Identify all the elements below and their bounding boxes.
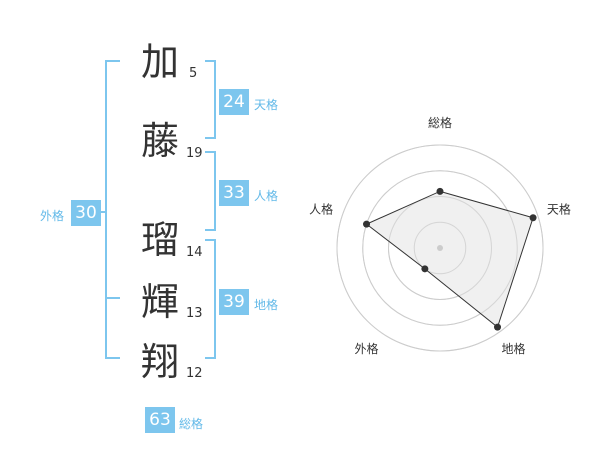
radar-point-2 — [529, 214, 537, 222]
stroke-count-5: 12 — [186, 366, 203, 381]
gaikaku-label: 外格 — [40, 209, 65, 223]
radar-grid-ring-overlay — [362, 170, 518, 326]
name-char-5: 翔 — [141, 340, 180, 384]
stroke-count-4: 13 — [186, 306, 203, 321]
name-char-4: 輝 — [141, 280, 180, 324]
tenkaku-value: 24 — [219, 89, 249, 115]
soukaku-value: 63 — [145, 407, 175, 433]
gaikaku-bracket — [105, 60, 120, 359]
radar-point-5 — [363, 220, 371, 228]
jinkaku-value: 33 — [219, 180, 249, 206]
radar-grid-ring-overlay — [336, 144, 544, 352]
gaikaku-value: 30 — [71, 200, 101, 226]
chikaku-bracket — [205, 239, 216, 359]
chikaku-value: 39 — [219, 289, 249, 315]
stroke-count-1: 5 — [189, 66, 198, 81]
name-char-2: 藤 — [141, 119, 180, 163]
tenkaku-bracket — [205, 60, 216, 139]
stroke-count-2: 19 — [186, 146, 203, 161]
tenkaku-label: 天格 — [254, 98, 279, 112]
radar-axis-label-1: 総格 — [428, 115, 452, 130]
radar-grid-ring-overlay — [413, 221, 467, 275]
jinkaku-bracket — [205, 151, 216, 231]
radar-center-dot — [437, 245, 443, 251]
radar-area — [366, 191, 534, 328]
soukaku-label: 総格 — [179, 417, 204, 431]
radar-axis-label-2: 天格 — [547, 201, 571, 216]
chikaku-label: 地格 — [254, 298, 279, 312]
jinkaku-label: 人格 — [254, 189, 279, 203]
radar-grid-ring-overlay — [388, 196, 492, 300]
name-char-3: 瑠 — [141, 218, 180, 262]
radar-point-1 — [436, 187, 444, 195]
radar-point-4 — [421, 265, 429, 273]
radar-axis-label-4: 外格 — [355, 341, 379, 356]
radar-point-3 — [494, 323, 502, 331]
radar-axis-label-5: 人格 — [309, 201, 333, 216]
name-char-1: 加 — [141, 40, 180, 84]
radar-axis-label-3: 地格 — [501, 341, 525, 356]
radar-outline — [365, 190, 534, 329]
stroke-count-3: 14 — [186, 245, 203, 260]
